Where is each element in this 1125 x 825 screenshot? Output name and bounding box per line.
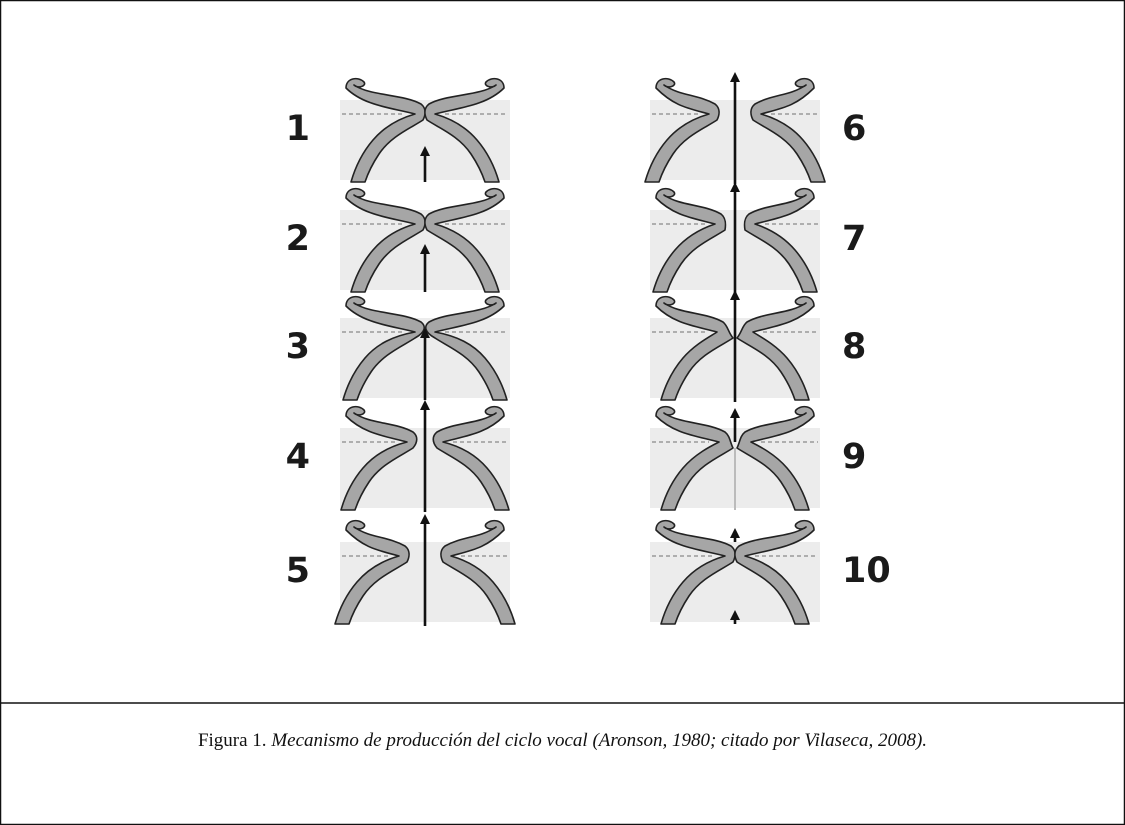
airflow-arrow-head (730, 290, 740, 300)
frame-number-label: 10 (842, 551, 891, 591)
frame-number-label: 1 (286, 109, 310, 149)
frame-number-label: 7 (842, 219, 866, 259)
frame-number-label: 4 (286, 437, 310, 477)
diagram-frame-2: 2 (286, 189, 510, 292)
diagram-frame-6: 6 (645, 72, 866, 184)
diagram-frame-3: 3 (286, 297, 510, 400)
frame-number-label: 8 (842, 327, 866, 367)
airflow-arrow-head (730, 408, 740, 418)
diagram-frame-5: 5 (286, 514, 515, 626)
figure-label: Figura 1. (198, 730, 267, 751)
diagram-frame-8: 8 (650, 290, 866, 402)
airflow-arrow-head (730, 182, 740, 192)
caption-text: Mecanismo de producción del ciclo vocal … (271, 730, 927, 751)
airflow-arrow-head (730, 72, 740, 82)
airflow-arrow-top-head (730, 528, 740, 538)
diagram-frame-4: 4 (286, 400, 510, 512)
diagram-frame-1: 1 (286, 79, 510, 182)
airflow-arrow-head (420, 400, 430, 410)
frame-number-label: 6 (842, 109, 866, 149)
frame-number-label: 2 (286, 219, 310, 259)
frame-number-label: 9 (842, 437, 866, 477)
vocal-cycle-diagrams: 1 2 3 4 5 6 7 8 9 10 (286, 72, 891, 626)
frame-number-label: 3 (286, 327, 310, 367)
diagram-frame-10: 10 (650, 521, 891, 624)
diagram-frame-9: 9 (650, 407, 866, 510)
diagram-frame-7: 7 (650, 182, 866, 294)
figure-caption: Figura 1. Mecanismo de producción del ci… (0, 730, 1125, 752)
airflow-arrow-head (420, 514, 430, 524)
frame-number-label: 5 (286, 551, 310, 591)
